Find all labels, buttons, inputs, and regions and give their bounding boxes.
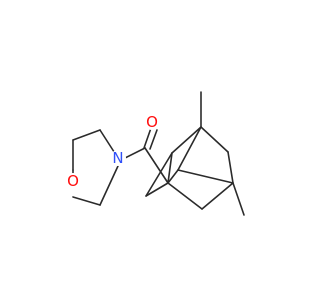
bond [171,126,202,154]
atom-background [110,150,126,166]
bond [72,129,101,141]
bond [177,169,234,184]
molecule-structure-diagram: O N O [65,91,245,216]
oxygen-atom-label: O [67,172,79,190]
bond-layer [72,91,245,216]
bond [167,152,173,184]
bond [72,196,101,206]
bond [200,126,229,153]
atom-background [65,173,81,189]
bond [167,182,203,210]
atom-n-amide: N [110,149,126,167]
atom-background [144,114,160,130]
double-bond [143,127,152,149]
bond [144,147,169,184]
oxygen-atom-label: O [146,113,158,131]
bond [145,182,169,197]
bond [124,147,146,159]
bond [177,126,202,171]
bond [227,151,234,184]
bond [99,165,119,206]
bond [201,182,234,210]
nitrogen-atom-label: N [112,149,123,167]
atom-o-ring: O [65,172,81,190]
bond [145,152,173,197]
bond [232,182,245,216]
atom-o-carbonyl: O [144,113,160,131]
double-bond [149,129,158,150]
bond [167,169,179,184]
